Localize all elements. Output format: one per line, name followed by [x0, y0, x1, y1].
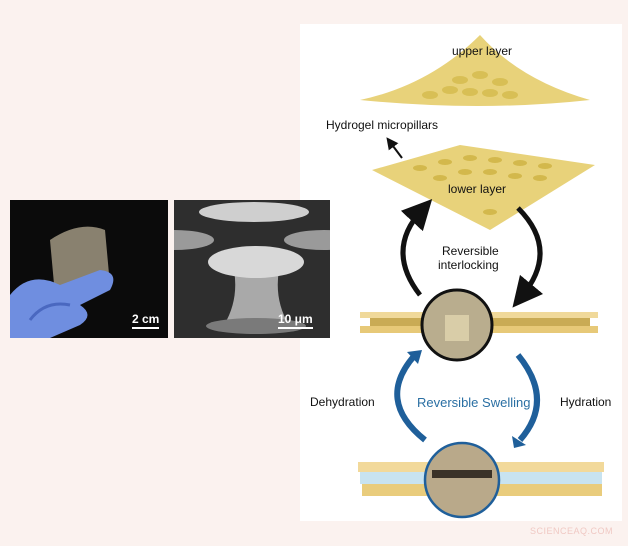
- dehydration-label: Dehydration: [310, 395, 375, 409]
- scale-bar-10um: 10 μm: [278, 312, 313, 329]
- upper-layer: [360, 35, 590, 106]
- zoom-circle-swelling: [423, 441, 501, 519]
- scale-label: 2 cm: [132, 312, 160, 326]
- scale-bar-2cm: 2 cm: [132, 312, 160, 329]
- upper-layer-label: upper layer: [452, 44, 513, 58]
- hydration-label: Hydration: [560, 395, 612, 409]
- interlocking-label: Reversible interlocking: [438, 244, 499, 272]
- micropillars-label: Hydrogel micropillars: [326, 118, 439, 132]
- pointer-arrow: [386, 137, 403, 159]
- dehydration-arrow: [394, 353, 427, 443]
- interlock-arrow-right: [512, 206, 544, 308]
- interlock-arrow-left: [400, 198, 433, 297]
- interlocking-line-1: Reversible: [442, 244, 499, 258]
- diagram-panel: [300, 24, 622, 521]
- interlocking-line-2: interlocking: [438, 258, 499, 272]
- swelling-label: Reversible Swelling: [417, 395, 531, 410]
- lower-pillars: [413, 155, 552, 215]
- lower-layer-label: lower layer: [448, 182, 507, 196]
- watermark: SCIENCEAQ.COM: [530, 526, 614, 536]
- scale-label: 10 μm: [278, 312, 313, 326]
- hydration-arrow: [515, 353, 540, 442]
- sem-image: 10 μm: [174, 200, 330, 338]
- flexible-film-photo: 2 cm: [10, 200, 168, 338]
- upper-pillars: [422, 71, 518, 99]
